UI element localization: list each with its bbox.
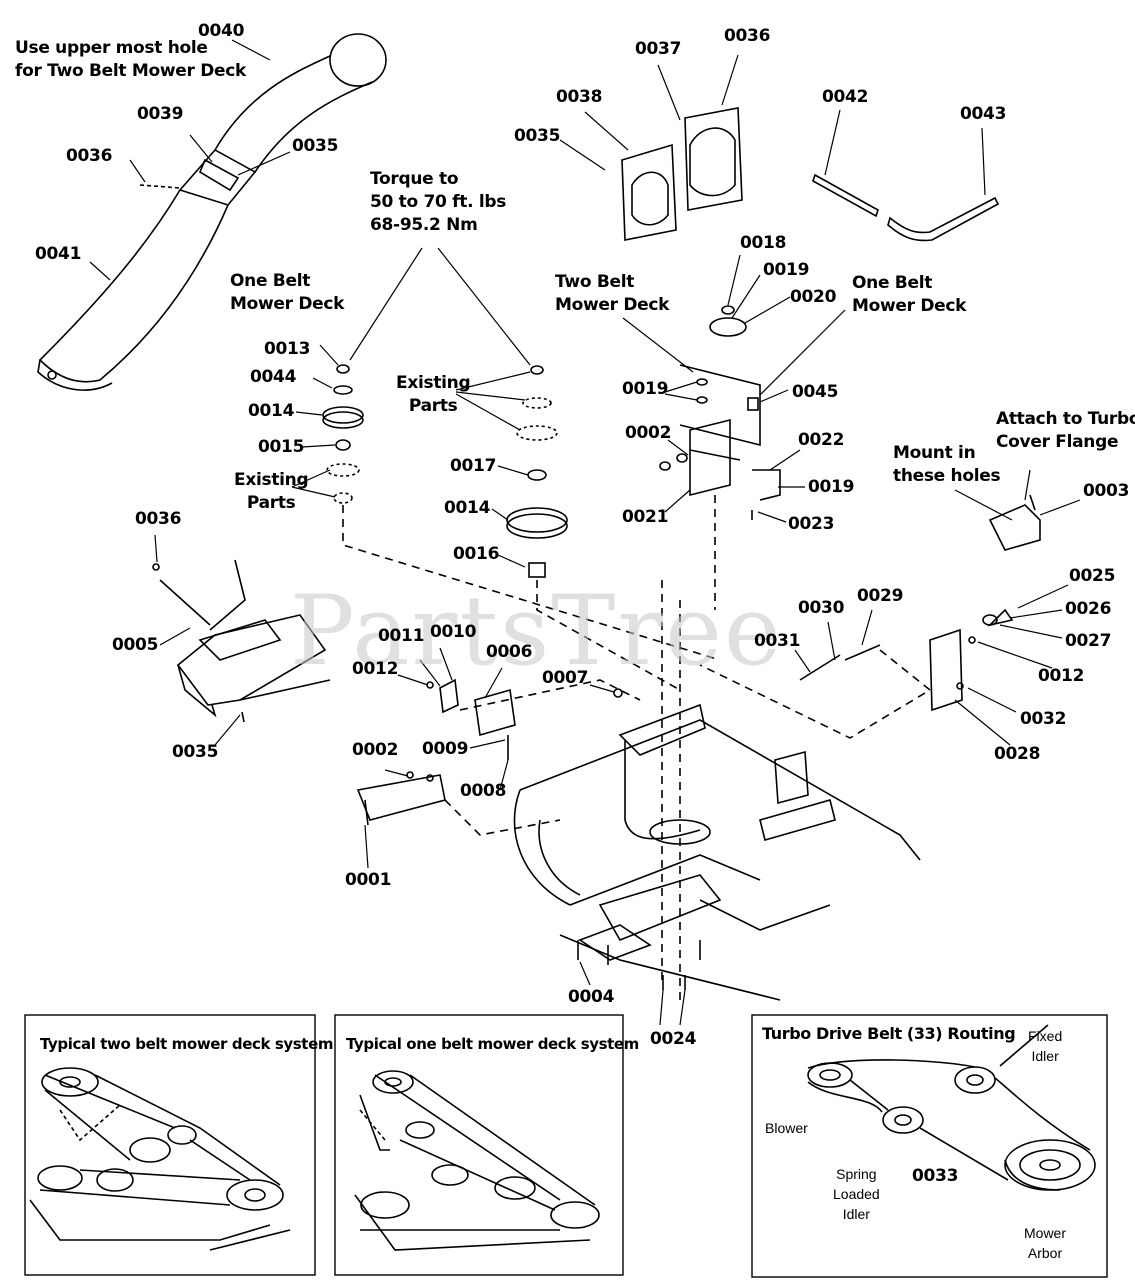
part-label-0044: 0044 bbox=[250, 367, 297, 387]
part-label-0039: 0039 bbox=[137, 104, 184, 124]
label-mower-arbor: Mower Arbor bbox=[1024, 1225, 1067, 1261]
part-label-0036: 0036 bbox=[724, 26, 771, 46]
part-label-0024: 0024 bbox=[650, 1029, 697, 1049]
part-label-0016: 0016 bbox=[453, 544, 500, 564]
part-label-0043: 0043 bbox=[960, 104, 1007, 124]
part-label-0025: 0025 bbox=[1069, 566, 1116, 586]
part-label-0033: 0033 bbox=[912, 1166, 959, 1186]
part-label-0030: 0030 bbox=[798, 598, 845, 618]
inset-two-belt-drawing bbox=[29, 1067, 291, 1251]
inset-two-belt-frame bbox=[24, 1014, 316, 1276]
note-existing-center: Existing Parts bbox=[396, 373, 471, 416]
inset-two-belt-title: Typical two belt mower deck system bbox=[40, 1035, 334, 1053]
part-label-0040: 0040 bbox=[198, 21, 245, 41]
part-label-0008: 0008 bbox=[460, 781, 507, 801]
pulley-stack-center-drawing bbox=[506, 365, 681, 691]
inset-one-belt-title: Typical one belt mower deck system bbox=[346, 1035, 639, 1053]
part-label-0015: 0015 bbox=[258, 437, 305, 457]
part-label-0028: 0028 bbox=[994, 744, 1041, 764]
part-label-0023: 0023 bbox=[788, 514, 835, 534]
part-label-0035: 0035 bbox=[172, 742, 219, 762]
guard-drawing bbox=[152, 559, 331, 723]
part-label-0012: 0012 bbox=[1038, 666, 1085, 686]
note-two-belt: Two Belt Mower Deck bbox=[555, 272, 670, 315]
pulley-stack-left-drawing bbox=[322, 364, 721, 661]
inset-one-belt-drawing bbox=[354, 1070, 600, 1251]
part-label-0037: 0037 bbox=[635, 39, 682, 59]
part-label-0005: 0005 bbox=[112, 635, 159, 655]
note-upper-hole: Use upper most hole for Two Belt Mower D… bbox=[15, 38, 247, 81]
discharge-chute-drawing bbox=[37, 33, 387, 391]
note-attach: Attach to Turbo Cover Flange bbox=[996, 409, 1135, 452]
note-torque: Torque to 50 to 70 ft. lbs 68-95.2 Nm bbox=[370, 169, 507, 235]
label-blower: Blower bbox=[765, 1120, 808, 1136]
part-label-0036: 0036 bbox=[66, 146, 113, 166]
bracket-parts-drawing bbox=[426, 678, 641, 760]
watermark: PartsTree bbox=[290, 575, 783, 687]
part-label-0003: 0003 bbox=[1083, 481, 1130, 501]
inset-turbo-title: Turbo Drive Belt (33) Routing bbox=[762, 1024, 1016, 1043]
part-label-0006: 0006 bbox=[486, 642, 533, 662]
part-label-0014: 0014 bbox=[444, 498, 491, 518]
inset-turbo-frame bbox=[751, 1014, 1108, 1278]
part-label-0041: 0041 bbox=[35, 244, 82, 264]
inset-turbo-drawing bbox=[807, 1024, 1096, 1191]
part-label-0027: 0027 bbox=[1065, 631, 1112, 651]
note-one-belt-left: One Belt Mower Deck bbox=[230, 271, 345, 314]
part-label-0019: 0019 bbox=[808, 477, 855, 497]
part-label-0014: 0014 bbox=[248, 401, 295, 421]
part-label-0021: 0021 bbox=[622, 507, 669, 527]
note-existing-left: Existing Parts bbox=[234, 470, 309, 513]
part-label-0020: 0020 bbox=[790, 287, 837, 307]
inset-one-belt-frame bbox=[334, 1014, 624, 1276]
part-label-0012: 0012 bbox=[352, 659, 399, 679]
turbo-bracket-drawing bbox=[988, 494, 1041, 551]
part-label-0036: 0036 bbox=[135, 509, 182, 529]
part-label-0001: 0001 bbox=[345, 870, 392, 890]
tractor-frame-drawing bbox=[513, 580, 921, 1001]
leader-lines bbox=[89, 39, 1081, 1026]
part-label-0013: 0013 bbox=[264, 339, 311, 359]
part-label-0009: 0009 bbox=[422, 739, 469, 759]
part-label-0010: 0010 bbox=[430, 622, 477, 642]
part-label-0018: 0018 bbox=[740, 233, 787, 253]
part-label-0019: 0019 bbox=[763, 260, 810, 280]
part-label-0002: 0002 bbox=[625, 423, 672, 443]
part-label-0011: 0011 bbox=[378, 626, 425, 646]
part-label-0002: 0002 bbox=[352, 740, 399, 760]
part-label-0007: 0007 bbox=[542, 668, 589, 688]
right-bracket-drawing bbox=[699, 608, 1014, 739]
part-label-0022: 0022 bbox=[798, 430, 845, 450]
note-mount: Mount in these holes bbox=[893, 443, 1001, 486]
part-label-0031: 0031 bbox=[754, 631, 801, 651]
part-label-0045: 0045 bbox=[792, 382, 839, 402]
part-label-0035: 0035 bbox=[514, 126, 561, 146]
part-label-0038: 0038 bbox=[556, 87, 603, 107]
label-spring-idler: Spring Loaded Idler bbox=[833, 1166, 880, 1222]
label-fixed-idler: Fixed Idler bbox=[1028, 1028, 1063, 1064]
idler-bracket-drawing bbox=[659, 305, 781, 610]
note-one-belt-right: One Belt Mower Deck bbox=[852, 273, 967, 316]
bracket-0001-drawing bbox=[356, 771, 561, 836]
mounting-plates-drawing bbox=[621, 107, 743, 241]
part-label-0004: 0004 bbox=[568, 987, 615, 1007]
part-label-0029: 0029 bbox=[857, 586, 904, 606]
part-label-0017: 0017 bbox=[450, 456, 497, 476]
part-label-0042: 0042 bbox=[822, 87, 869, 107]
part-label-0035: 0035 bbox=[292, 136, 339, 156]
part-label-0019: 0019 bbox=[622, 379, 669, 399]
part-label-0032: 0032 bbox=[1020, 709, 1067, 729]
belt-strips-drawing bbox=[812, 173, 1000, 242]
part-label-0026: 0026 bbox=[1065, 599, 1112, 619]
